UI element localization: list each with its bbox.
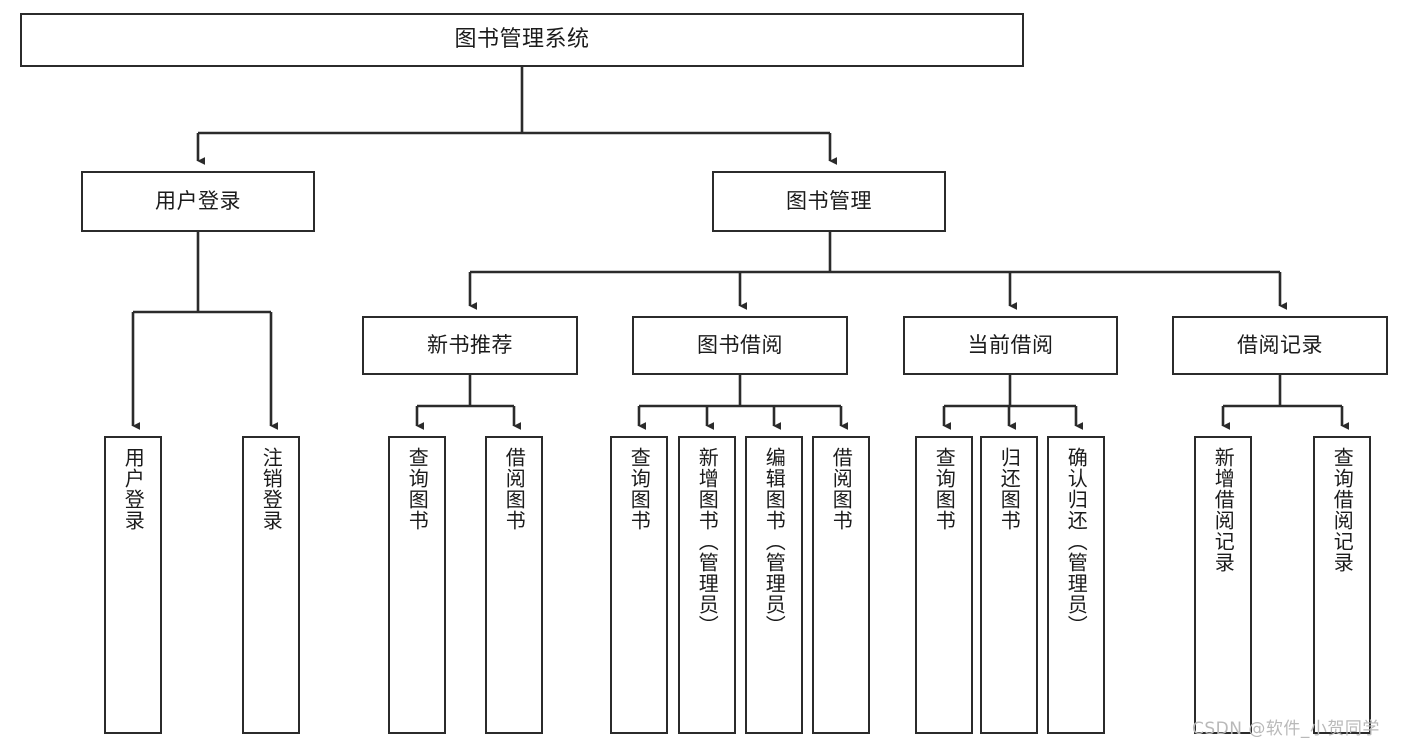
leaf-user-logout[interactable]: 注销登录 — [242, 436, 300, 734]
node-new-book-recommend-label: 新书推荐 — [427, 333, 513, 358]
leaf-user-login[interactable]: 用户登录 — [104, 436, 162, 734]
node-root[interactable]: 图书管理系统 — [20, 13, 1024, 67]
leaf-add-record[interactable]: 新增借阅记录 — [1194, 436, 1252, 734]
node-current-borrow-label: 当前借阅 — [967, 333, 1054, 358]
leaf-edit-book-label: 编辑图书（管理员） — [762, 447, 787, 636]
leaf-add-book-label: 新增图书（管理员） — [695, 447, 720, 636]
node-borrow-record-label: 借阅记录 — [1237, 333, 1323, 358]
node-root-label: 图书管理系统 — [454, 27, 590, 53]
leaf-user-logout-label: 注销登录 — [259, 447, 284, 531]
leaf-return-book[interactable]: 归还图书 — [980, 436, 1038, 734]
leaf-confirm-return-label: 确认归还（管理员） — [1064, 447, 1089, 636]
leaf-borrow-book-1[interactable]: 借阅图书 — [485, 436, 543, 734]
leaf-confirm-return[interactable]: 确认归还（管理员） — [1047, 436, 1105, 734]
leaf-query-book-1-label: 查询图书 — [405, 447, 430, 531]
leaf-add-book[interactable]: 新增图书（管理员） — [678, 436, 736, 734]
node-user-login[interactable]: 用户登录 — [81, 171, 315, 232]
node-user-login-label: 用户登录 — [155, 189, 241, 214]
leaf-query-record[interactable]: 查询借阅记录 — [1313, 436, 1371, 734]
leaf-query-book-2[interactable]: 查询图书 — [610, 436, 668, 734]
leaf-return-book-label: 归还图书 — [997, 447, 1022, 531]
leaf-add-record-label: 新增借阅记录 — [1211, 447, 1236, 573]
leaf-query-book-3[interactable]: 查询图书 — [915, 436, 973, 734]
leaf-borrow-book-2-label: 借阅图书 — [829, 447, 854, 531]
node-book-manage-label: 图书管理 — [786, 189, 872, 214]
node-book-borrow-label: 图书借阅 — [697, 333, 783, 358]
leaf-borrow-book-2[interactable]: 借阅图书 — [812, 436, 870, 734]
node-current-borrow[interactable]: 当前借阅 — [903, 316, 1118, 375]
leaf-query-book-1[interactable]: 查询图书 — [388, 436, 446, 734]
node-book-manage[interactable]: 图书管理 — [712, 171, 946, 232]
leaf-query-book-3-label: 查询图书 — [932, 447, 957, 531]
leaf-query-record-label: 查询借阅记录 — [1330, 447, 1355, 573]
leaf-query-book-2-label: 查询图书 — [627, 447, 652, 531]
node-new-book-recommend[interactable]: 新书推荐 — [362, 316, 578, 375]
csdn-watermark: CSDN @软件_小贺同学 — [1192, 719, 1380, 739]
leaf-edit-book[interactable]: 编辑图书（管理员） — [745, 436, 803, 734]
leaf-borrow-book-1-label: 借阅图书 — [502, 447, 527, 531]
node-borrow-record[interactable]: 借阅记录 — [1172, 316, 1388, 375]
leaf-user-login-label: 用户登录 — [121, 447, 146, 531]
node-book-borrow[interactable]: 图书借阅 — [632, 316, 848, 375]
